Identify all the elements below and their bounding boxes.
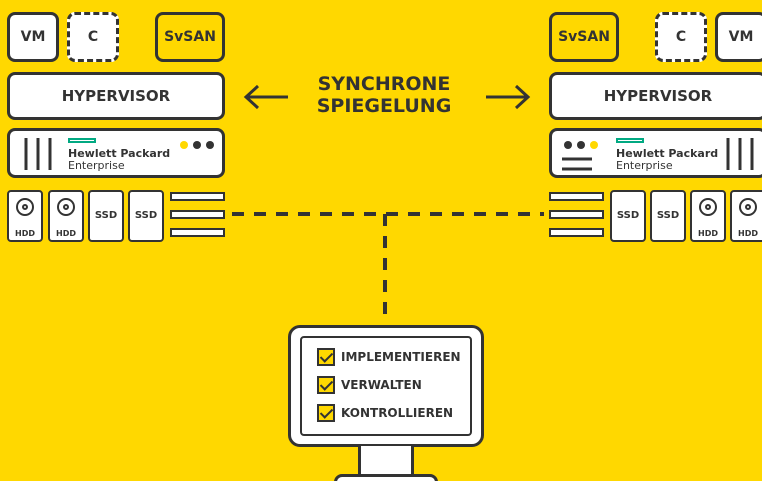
right-server-brand: Hewlett Packard Enterprise [616, 148, 718, 172]
hdd-disk-icon [739, 198, 757, 216]
right-ssd-1-label: SSD [616, 210, 640, 221]
left-brand-line2: Enterprise [68, 159, 125, 172]
right-ram-module-icon [549, 228, 604, 237]
monitor-screen: IMPLEMENTIEREN VERWALTEN KONTROLLIEREN [288, 325, 484, 447]
right-container-box: C [655, 12, 707, 62]
hdd-disk-icon [16, 198, 34, 216]
left-brand-line1: Hewlett Packard [68, 147, 171, 160]
left-container-box: C [67, 12, 119, 62]
right-vm-label: VM [728, 29, 754, 45]
checkbox-checked-icon [317, 404, 335, 422]
check-item-control: KONTROLLIEREN [317, 404, 453, 422]
sync-mirror-label-line2: SPIEGELUNG [316, 95, 452, 117]
hdd-disk-icon [699, 198, 717, 216]
right-ssd-2: SSD [650, 190, 686, 242]
monitor-stand [334, 474, 438, 481]
right-status-light-icon [577, 141, 585, 149]
right-server-lines-icon [562, 157, 592, 171]
right-container-label: C [675, 29, 687, 45]
right-ram-module-icon [549, 192, 604, 201]
right-status-light-icon [564, 141, 572, 149]
sync-mirror-label: SYNCHRONE SPIEGELUNG [300, 73, 468, 117]
right-server-box: Hewlett Packard Enterprise [549, 128, 762, 178]
checkbox-checked-icon [317, 376, 335, 394]
arrow-left-icon [243, 84, 288, 110]
left-vm-box: VM [7, 12, 59, 62]
right-hdd-2-label: HDD [738, 229, 758, 238]
right-hdd-1: HDD [690, 190, 726, 242]
right-svsan-label: SvSAN [558, 29, 610, 45]
right-brand-line2: Enterprise [616, 159, 673, 172]
left-ram-module-icon [170, 228, 225, 237]
left-status-light-icon [193, 141, 201, 149]
left-ssd-1: SSD [88, 190, 124, 242]
left-ram-module-icon [170, 210, 225, 219]
arrow-right-icon [486, 84, 531, 110]
left-hdd-2: HDD [48, 190, 84, 242]
right-ssd-2-label: SSD [656, 210, 680, 221]
left-hypervisor-box: HYPERVISOR [7, 72, 225, 120]
left-container-label: C [87, 29, 99, 45]
left-hdd-1: HDD [7, 190, 43, 242]
left-hdd-2-label: HDD [56, 229, 76, 238]
right-vm-box: VM [715, 12, 762, 62]
right-hpe-logo-icon [616, 138, 644, 143]
left-hpe-logo-icon [68, 138, 96, 143]
checkbox-checked-icon [317, 348, 335, 366]
left-hdd-1-label: HDD [15, 229, 35, 238]
left-ssd-1-label: SSD [94, 210, 118, 221]
right-brand-line1: Hewlett Packard [616, 147, 719, 160]
left-status-light-icon [206, 141, 214, 149]
check-item-manage: VERWALTEN [317, 376, 422, 394]
monitor-neck [358, 446, 414, 476]
right-hypervisor-label: HYPERVISOR [603, 87, 713, 105]
check-item-label: IMPLEMENTIEREN [341, 350, 461, 364]
left-hypervisor-label: HYPERVISOR [61, 87, 171, 105]
check-item-label: KONTROLLIEREN [341, 406, 454, 420]
check-item-implement: IMPLEMENTIEREN [317, 348, 461, 366]
right-status-light-icon [590, 141, 598, 149]
left-server-brand: Hewlett Packard Enterprise [68, 148, 170, 172]
right-ssd-1: SSD [610, 190, 646, 242]
left-vm-label: VM [20, 29, 46, 45]
right-ram-module-icon [549, 210, 604, 219]
left-ram-module-icon [170, 192, 225, 201]
left-status-light-icon [180, 141, 188, 149]
left-svsan-label: SvSAN [164, 29, 216, 45]
right-hdd-2: HDD [730, 190, 762, 242]
right-hypervisor-box: HYPERVISOR [549, 72, 762, 120]
left-ssd-2: SSD [128, 190, 164, 242]
left-svsan-box: SvSAN [155, 12, 225, 62]
right-server-vents-icon [726, 138, 754, 170]
left-server-vents-icon [24, 138, 52, 170]
check-item-label: VERWALTEN [341, 378, 422, 392]
left-ssd-2-label: SSD [134, 210, 158, 221]
right-hdd-1-label: HDD [698, 229, 718, 238]
hdd-disk-icon [57, 198, 75, 216]
sync-mirror-label-line1: SYNCHRONE [317, 73, 451, 95]
right-svsan-box: SvSAN [549, 12, 619, 62]
left-server-box: Hewlett Packard Enterprise [7, 128, 225, 178]
monitor-inner-panel: IMPLEMENTIEREN VERWALTEN KONTROLLIEREN [300, 336, 472, 436]
